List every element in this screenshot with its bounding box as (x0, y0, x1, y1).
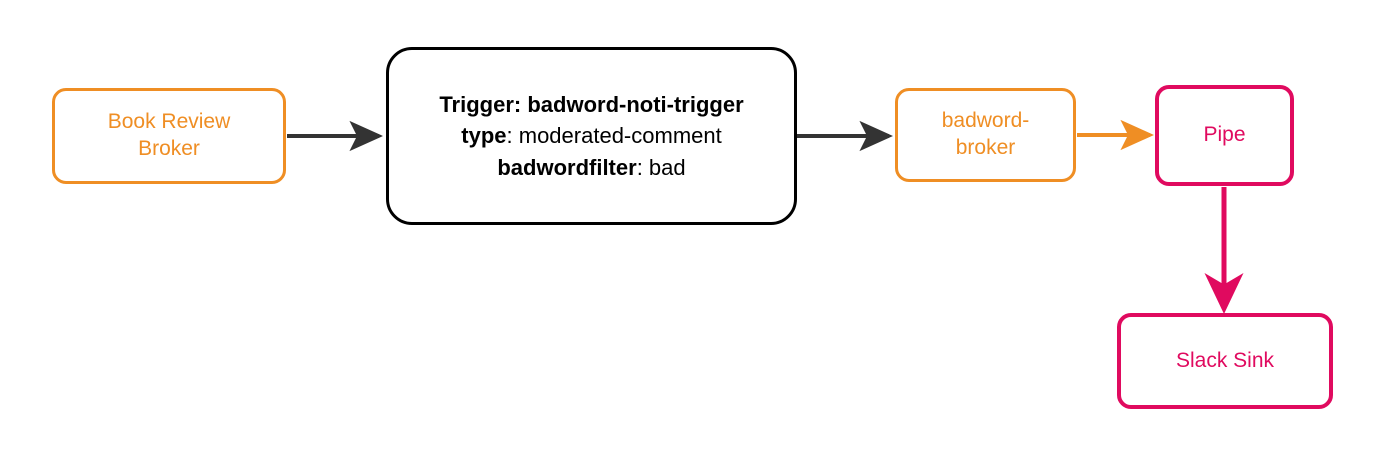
trigger-line-3-separator: : (636, 154, 649, 180)
trigger-line-1: Trigger: badword-noti-trigger (439, 89, 743, 120)
trigger-line-2-value: moderated-comment (518, 123, 722, 149)
trigger-line-2-separator: : (506, 123, 519, 149)
node-slack-sink[interactable]: Slack Sink (1117, 313, 1333, 409)
trigger-line-2-key: type (461, 123, 507, 149)
node-pipe[interactable]: Pipe (1155, 85, 1294, 186)
node-book-review-broker-label: Book Review Broker (107, 110, 231, 160)
trigger-line-3-key: badwordfilter (497, 154, 637, 180)
node-trigger[interactable]: Trigger: badword-noti-trigger type: mode… (386, 47, 797, 225)
trigger-line-3: badwordfilter: bad (497, 152, 685, 183)
trigger-line-2: type: moderated-comment (461, 120, 721, 151)
node-badword-broker-label: badword- broker (941, 109, 1030, 159)
node-badword-broker[interactable]: badword- broker (895, 88, 1076, 182)
node-pipe-label: Pipe (1203, 123, 1246, 147)
node-book-review-broker[interactable]: Book Review Broker (52, 88, 286, 184)
trigger-line-1-text: Trigger: badword-noti-trigger (439, 92, 744, 118)
node-slack-sink-label: Slack Sink (1175, 348, 1275, 372)
trigger-line-3-value: bad (648, 154, 686, 180)
